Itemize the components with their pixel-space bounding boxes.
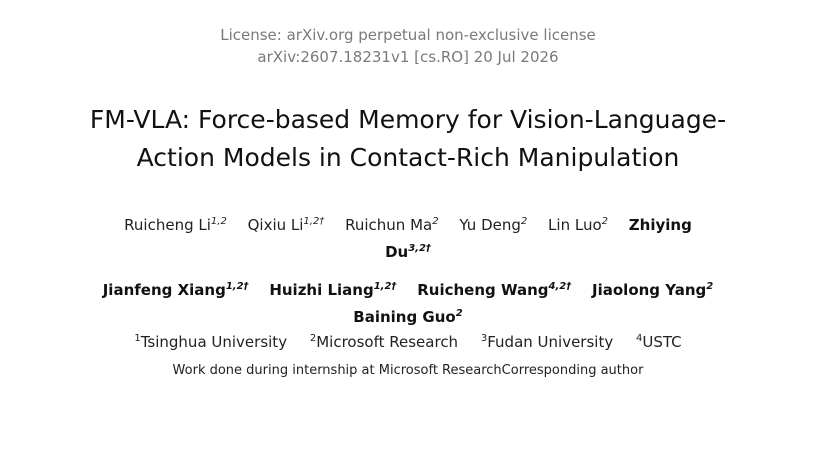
author: Jiaolong Yang2 (592, 275, 713, 302)
arxiv-identifier: arXiv:2607.18231v1 [cs.RO] 20 Jul 2026 (257, 48, 559, 66)
author-line-2: Du3,2† (0, 237, 816, 264)
author: Du3,2† (385, 237, 431, 264)
author: Ruicheng Li1,2 (124, 210, 227, 237)
author-affiliation-marker: 4,2† (548, 281, 572, 292)
author-name: Ruicheng Wang (417, 281, 549, 299)
author-name: Jiaolong Yang (592, 281, 707, 299)
author-name: Qixiu Li (247, 216, 304, 234)
author-name: Du (385, 243, 409, 261)
author-affiliation-marker: 2 (455, 308, 463, 319)
author-affiliation-marker: 1,2† (373, 281, 397, 292)
affiliation-name: Fudan University (487, 333, 614, 351)
affiliation: 3Fudan University (481, 327, 613, 354)
license-text: License: arXiv.org perpetual non-exclusi… (220, 26, 596, 44)
author-line-3: Jianfeng Xiang1,2† Huizhi Liang1,2† Ruic… (0, 275, 816, 302)
affiliation-marker: 1 (134, 333, 141, 344)
author-affiliation-marker: 1,2 (210, 216, 227, 227)
author-name: Huizhi Liang (269, 281, 374, 299)
author-name: Yu Deng (459, 216, 521, 234)
author-name: Jianfeng Xiang (102, 281, 226, 299)
author-affiliation-marker: 2 (706, 281, 714, 292)
paper-title-line-2: Action Models in Contact-Rich Manipulati… (136, 143, 680, 172)
affiliation-marker: 2 (309, 333, 317, 344)
affiliation: 2Microsoft Research (310, 327, 458, 354)
author-line-4: Baining Guo2 (0, 302, 816, 329)
author-affiliation-marker: 1,2† (303, 216, 325, 227)
author-affiliation-marker: 2 (432, 216, 439, 227)
author: Yu Deng2 (459, 210, 527, 237)
affiliations: 1Tsinghua University 2Microsoft Research… (0, 327, 816, 354)
author-line-1: Ruicheng Li1,2 Qixiu Li1,2† Ruichun Ma2 … (0, 210, 816, 237)
author-affiliation-marker: 2 (520, 216, 528, 227)
author: Huizhi Liang1,2† (269, 275, 396, 302)
author: Qixiu Li1,2† (248, 210, 325, 237)
affiliation-name: Microsoft Research (316, 333, 459, 351)
author: Ruicheng Wang4,2† (417, 275, 571, 302)
author-affiliation-marker: 1,2† (225, 281, 249, 292)
author-name: Ruichun Ma (345, 216, 433, 234)
affiliation: 4USTC (636, 327, 682, 354)
affiliation-name: Tsinghua University (140, 333, 288, 351)
author: Ruichun Ma2 (345, 210, 438, 237)
author-affiliation-marker: 2 (601, 216, 608, 227)
author: Baining Guo2 (353, 302, 462, 329)
author-name: Baining Guo (353, 308, 456, 326)
author-name: Zhiying (628, 216, 692, 234)
footnote-text: Work done during internship at Microsoft… (172, 363, 644, 378)
paper-title-line-1: FM-VLA: Force-based Memory for Vision-La… (89, 105, 727, 134)
author: Zhiying (629, 213, 692, 237)
author-name: Lin Luo (548, 216, 602, 234)
affiliation-marker: 3 (480, 333, 488, 344)
author: Lin Luo2 (548, 210, 608, 237)
affiliation: 1Tsinghua University (134, 327, 287, 354)
author-affiliation-marker: 3,2† (408, 243, 431, 254)
author: Jianfeng Xiang1,2† (103, 275, 249, 302)
affiliation-name: USTC (642, 333, 682, 351)
affiliation-marker: 4 (636, 333, 643, 344)
author-name: Ruicheng Li (124, 216, 211, 234)
